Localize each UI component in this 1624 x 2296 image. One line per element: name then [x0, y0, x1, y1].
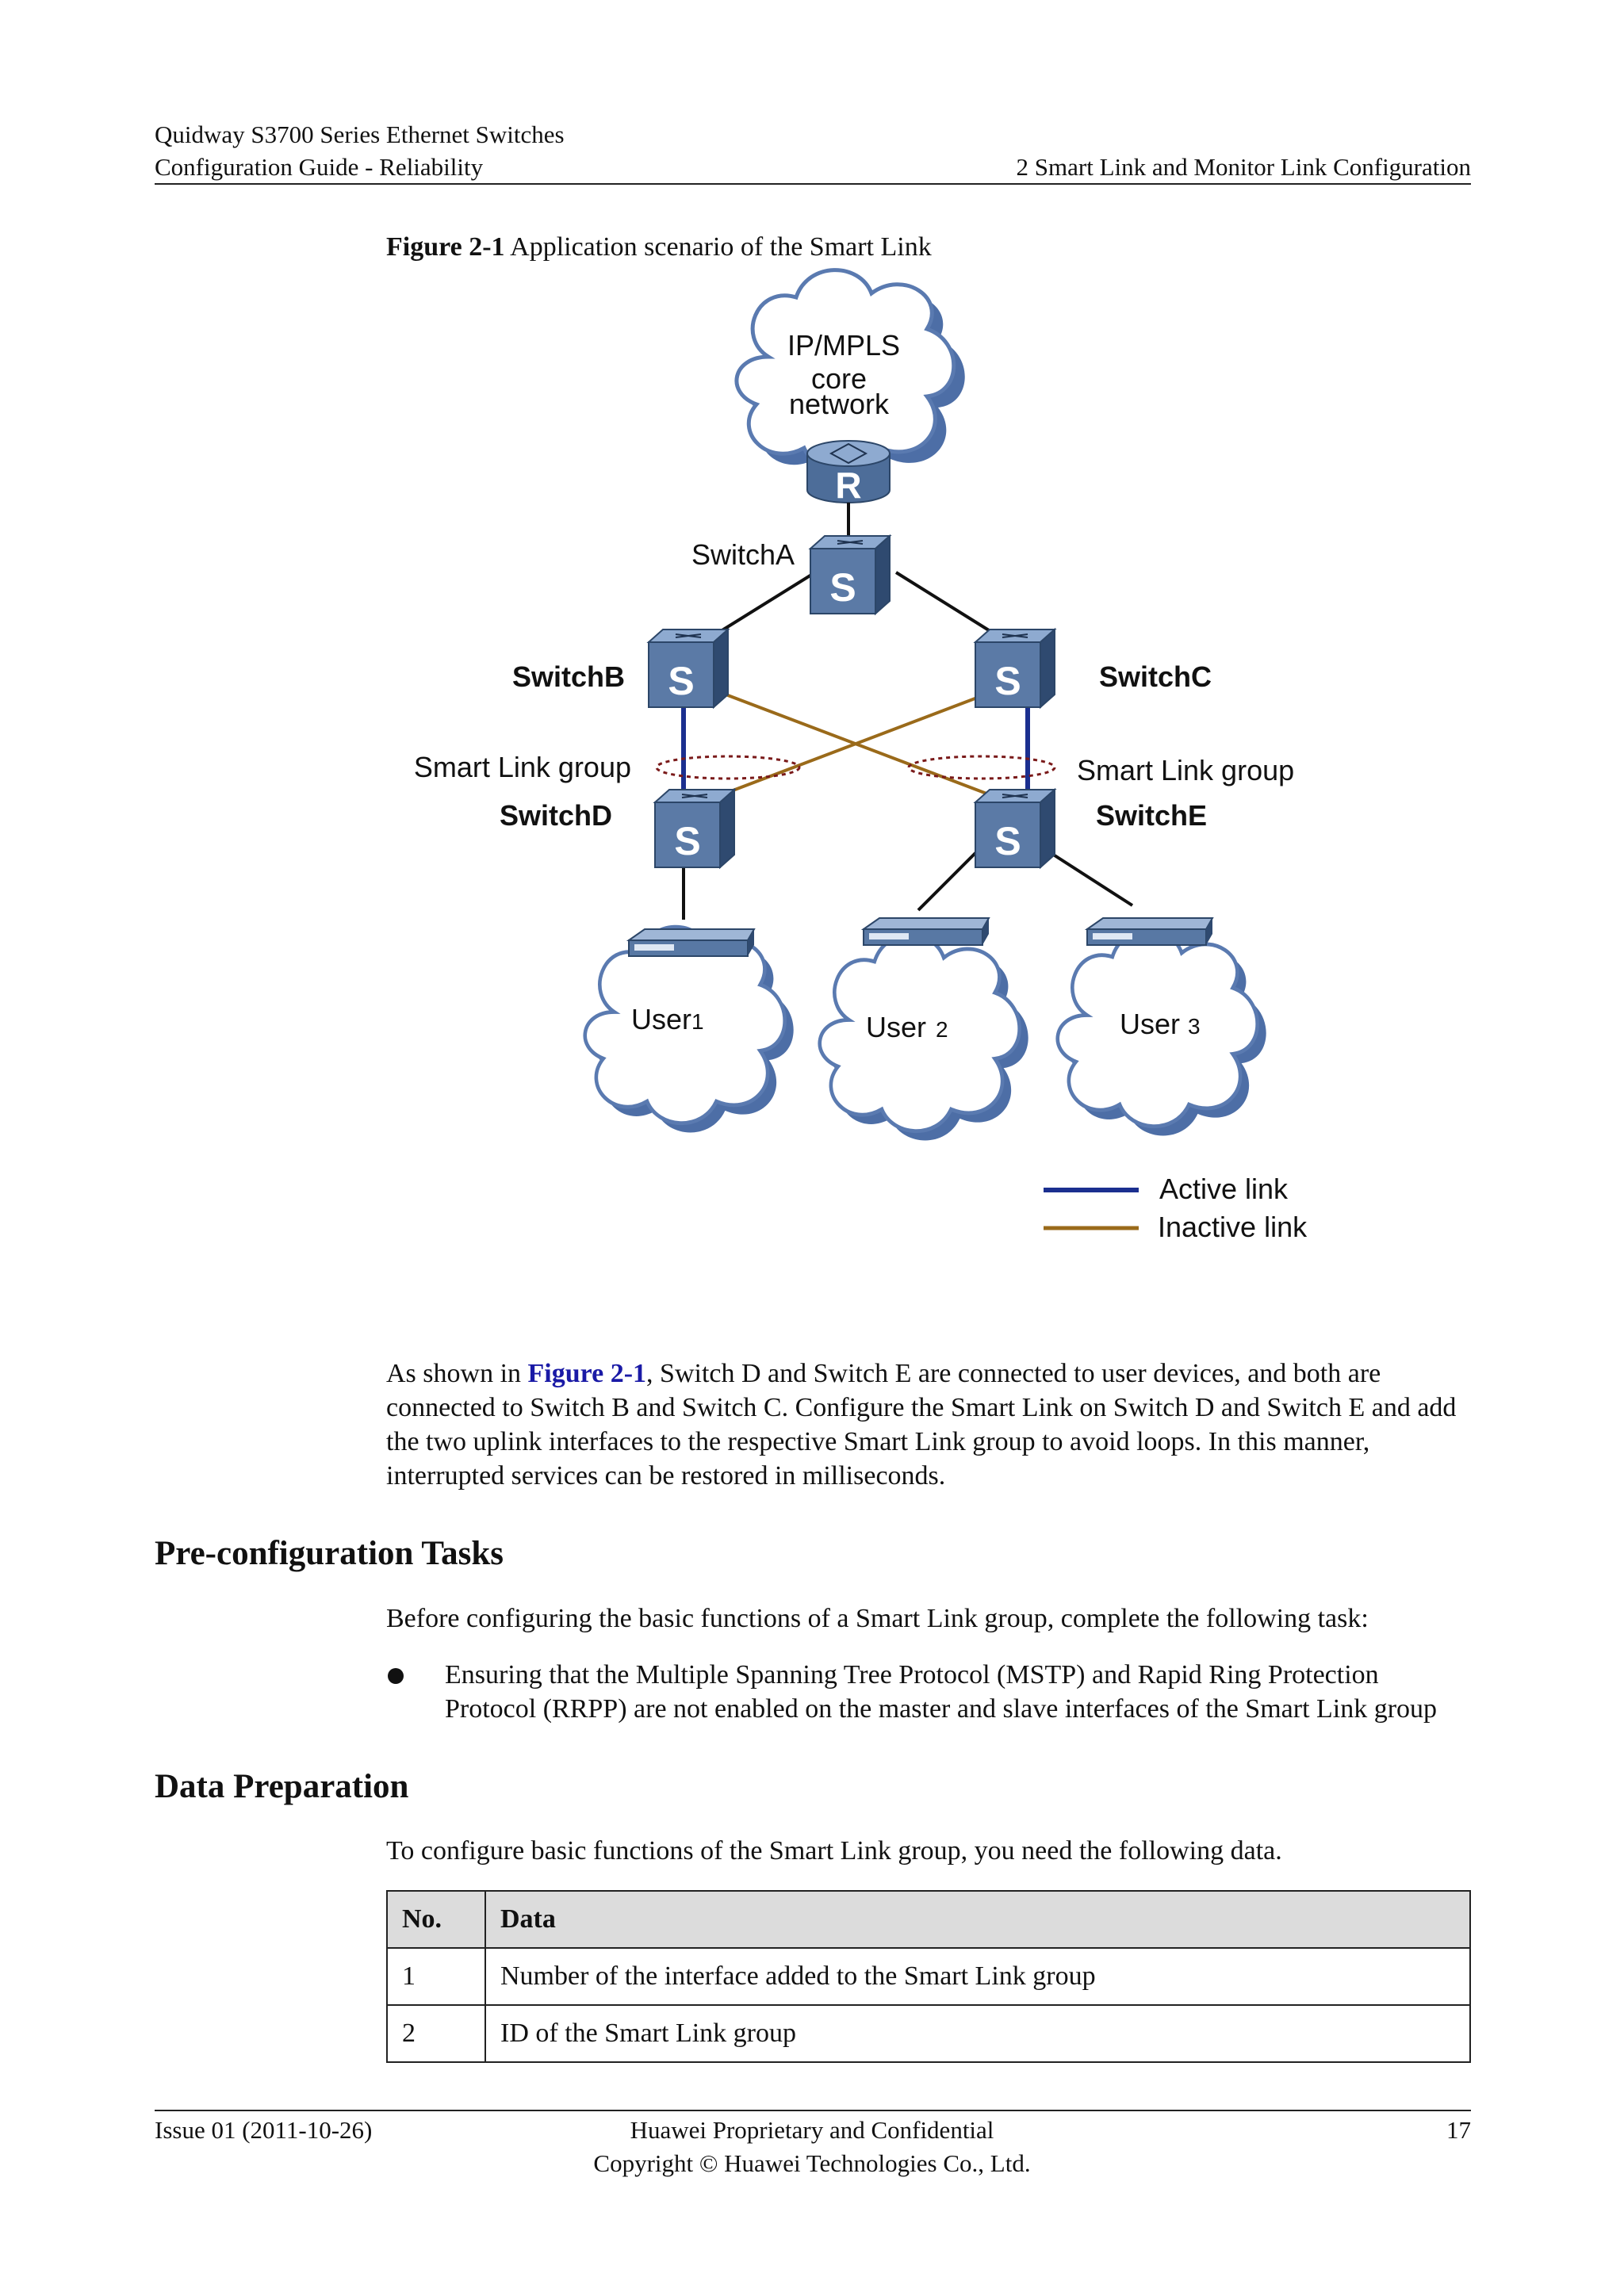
figure-caption: Figure 2-1 Application scenario of the S…	[386, 232, 932, 262]
table-cell-data: Number of the interface added to the Sma…	[485, 1947, 1471, 2006]
page-number: 17	[1446, 2116, 1471, 2144]
data-prep-intro: To configure basic functions of the Smar…	[386, 1836, 1282, 1866]
figure-reference-link[interactable]: Figure 2-1	[527, 1359, 647, 1388]
table-header-data: Data	[485, 1890, 1471, 1949]
figure-label: Figure 2-1	[386, 232, 505, 262]
cloud-text-line2: core	[811, 362, 867, 395]
table-cell-no: 1	[386, 1947, 486, 2006]
switch-a-label: SwitchA	[691, 538, 795, 571]
data-table: No. Data 1 Number of the interface added…	[386, 1890, 1471, 2063]
figure-description: As shown in Figure 2-1, Switch D and Swi…	[386, 1357, 1471, 1493]
header-section: 2 Smart Link and Monitor Link Configurat…	[1016, 153, 1471, 181]
footer-copyright: Copyright © Huawei Technologies Co., Ltd…	[593, 2149, 1031, 2177]
header-product: Quidway S3700 Series Ethernet Switches	[155, 121, 565, 148]
user-3-hub-icon	[1086, 917, 1213, 946]
switch-c-icon: S	[975, 629, 1055, 708]
switch-c-letter: S	[994, 659, 1021, 703]
legend: Active link Inactive link	[1044, 1173, 1308, 1243]
header-guide: Configuration Guide - Reliability	[155, 153, 484, 181]
description-rest: , Switch D and Switch E are connected to…	[386, 1359, 1457, 1490]
router-icon: R	[806, 440, 891, 506]
links	[681, 503, 1134, 920]
smart-link-group-left-label: Smart Link group	[414, 751, 631, 783]
switch-a-letter: S	[829, 565, 856, 610]
table-header-row: No. Data	[386, 1890, 1471, 1949]
bullet-dot	[388, 1668, 404, 1684]
smart-link-group-right-label: Smart Link group	[1077, 754, 1294, 786]
switch-b-letter: S	[668, 659, 694, 703]
legend-inactive-label: Inactive link	[1158, 1211, 1308, 1243]
router-letter: R	[835, 465, 861, 506]
switch-a-icon: S	[810, 535, 891, 614]
smart-link-diagram: IP/MPLS core network R S S S S	[414, 0, 1308, 1243]
pre-config-intro: Before configuring the basic functions o…	[386, 1604, 1369, 1633]
smart-link-group-right-ring	[907, 755, 1056, 780]
inactive-link-cd	[705, 691, 990, 802]
switch-d-letter: S	[674, 819, 700, 863]
pre-config-bullet: Ensuring that the Multiple Spanning Tree…	[445, 1660, 1438, 1724]
switch-b-label: SwitchB	[512, 660, 625, 693]
footer-issue: Issue 01 (2011-10-26)	[155, 2116, 373, 2144]
table-row: 1 Number of the interface added to the S…	[386, 1947, 1471, 2006]
switch-d-icon: S	[654, 789, 735, 868]
data-prep-heading: Data Preparation	[155, 1768, 409, 1805]
table-row: 2 ID of the Smart Link group	[386, 2004, 1471, 2063]
table-cell-data: ID of the Smart Link group	[485, 2004, 1471, 2063]
table-cell-no: 2	[386, 2004, 486, 2063]
description-start: As shown in	[386, 1359, 528, 1388]
switch-d-label: SwitchD	[500, 799, 612, 832]
pre-config-heading: Pre-configuration Tasks	[155, 1535, 504, 1572]
cloud-text-line1: IP/MPLS	[787, 329, 900, 362]
switch-e-letter: S	[994, 819, 1021, 863]
legend-active-label: Active link	[1159, 1173, 1289, 1205]
footer-confidential: Huawei Proprietary and Confidential	[630, 2116, 994, 2144]
inactive-link-be	[721, 691, 1006, 802]
footer-rule	[155, 2110, 1471, 2111]
smart-link-group-left-ring	[655, 755, 801, 780]
table-header-no: No.	[386, 1890, 486, 1949]
switch-b-icon: S	[648, 629, 729, 708]
cloud-text-line3: network	[789, 388, 890, 420]
header-rule	[155, 183, 1471, 185]
user-1-label: User1	[631, 1003, 704, 1035]
figure-title: Application scenario of the Smart Link	[510, 232, 932, 262]
user-2-hub-icon	[863, 917, 990, 946]
switch-e-icon: S	[975, 789, 1055, 868]
switch-e-label: SwitchE	[1096, 799, 1207, 832]
switch-c-label: SwitchC	[1099, 660, 1212, 693]
user-1-hub-icon	[628, 928, 755, 957]
